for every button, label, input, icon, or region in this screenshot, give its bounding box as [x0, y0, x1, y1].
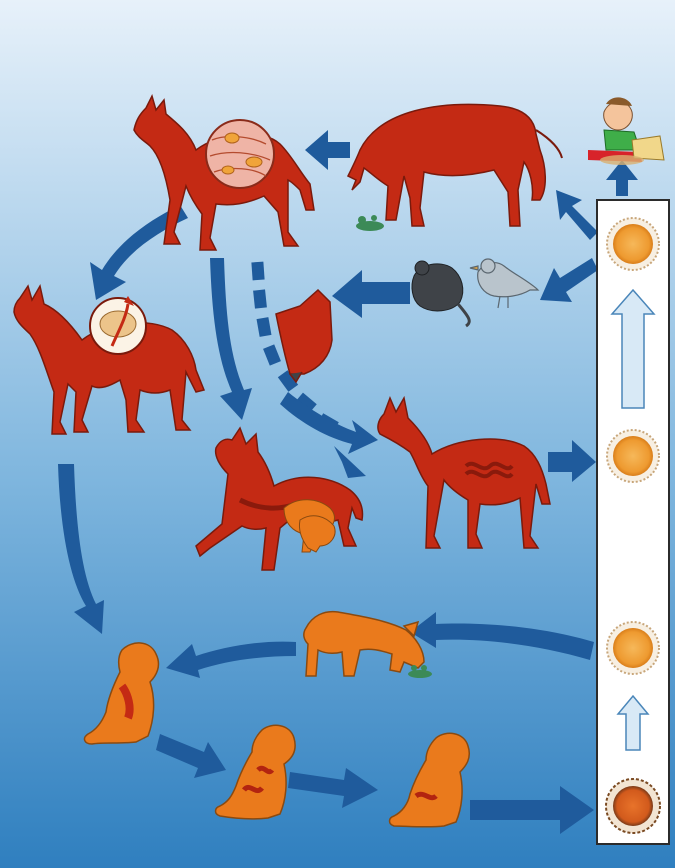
egg-icon-unembryonated [606, 779, 660, 833]
egg-icon-developing [607, 430, 659, 482]
egg-icon-embryonated [607, 218, 659, 270]
egg-icon-stage-2 [607, 622, 659, 674]
egg-panel [597, 200, 669, 844]
